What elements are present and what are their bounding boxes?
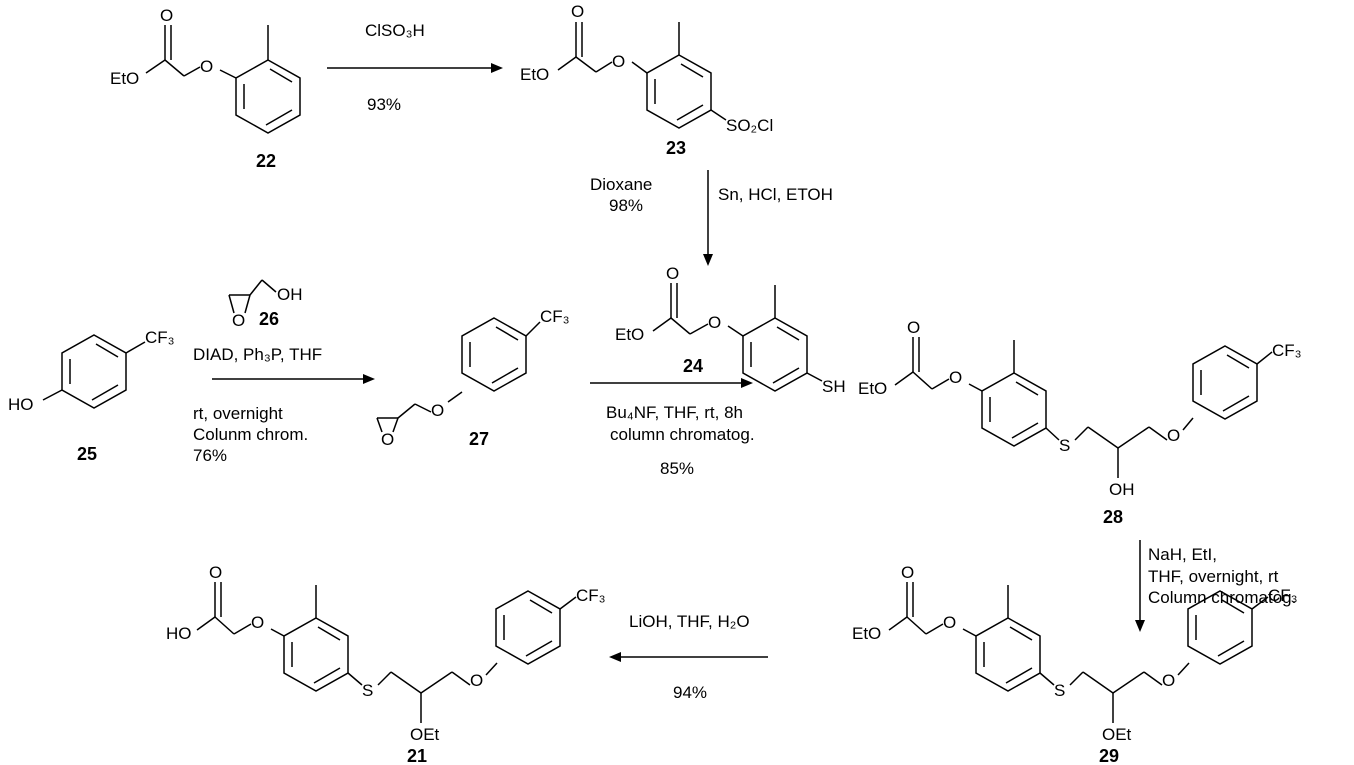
ether-oxygen: O bbox=[949, 368, 962, 387]
step-2: Dioxane 98% Sn, HCl, ETOH bbox=[590, 170, 833, 266]
hydroxyl-label: OH bbox=[277, 285, 303, 304]
ether-oxygen: O bbox=[200, 57, 213, 76]
ester-oxygen: O bbox=[571, 2, 584, 21]
eto-label: EtO bbox=[852, 624, 881, 643]
ethoxy-label: OEt bbox=[410, 725, 440, 744]
compound-number: 25 bbox=[77, 444, 97, 464]
compound-27: O O CF₃ 27 bbox=[376, 307, 570, 449]
ether-oxygen: O bbox=[431, 401, 444, 420]
reagent-label: LiOH, THF, H₂O bbox=[629, 612, 750, 631]
ethoxy-label: OEt bbox=[1102, 725, 1132, 744]
reagent-label: DIAD, Ph₃P, THF bbox=[193, 345, 322, 364]
eto-label: EtO bbox=[110, 69, 139, 88]
ether-oxygen: O bbox=[612, 52, 625, 71]
sulfonyl-chloride-label: SO₂Cl bbox=[726, 116, 773, 135]
thioether-s: S bbox=[362, 681, 373, 700]
hydroxyl-label: OH bbox=[1109, 480, 1135, 499]
condition-label: rt, overnight bbox=[193, 404, 283, 423]
step-4: Bu₄NF, THF, rt, 8h column chromatog. 85% bbox=[590, 378, 755, 478]
purification-label: Colunm chrom. bbox=[193, 425, 308, 444]
ether-oxygen: O bbox=[251, 613, 264, 632]
cf3-label: CF₃ bbox=[576, 586, 606, 605]
compound-23: O EtO O SO₂Cl 23 bbox=[520, 2, 773, 158]
purification-label: Column chromatog. bbox=[1148, 588, 1296, 607]
yield-label: 94% bbox=[673, 683, 707, 702]
benzene-ring bbox=[283, 617, 349, 692]
yield-label: 85% bbox=[660, 459, 694, 478]
compound-number: 22 bbox=[256, 151, 276, 171]
eto-label: EtO bbox=[615, 325, 644, 344]
ether-oxygen-2: O bbox=[1167, 426, 1180, 445]
benzene-ring bbox=[495, 590, 561, 665]
step-3: DIAD, Ph₃P, THF rt, overnight Colunm chr… bbox=[193, 345, 375, 465]
hydroxyl-label: HO bbox=[8, 395, 34, 414]
compound-28: O EtO O S OH O CF₃ 28 bbox=[858, 318, 1302, 527]
epoxide-oxygen: O bbox=[232, 311, 245, 330]
benzene-ring bbox=[975, 617, 1041, 692]
reagent-label: NaH, EtI, bbox=[1148, 545, 1217, 564]
reagent-label: Sn, HCl, ETOH bbox=[718, 185, 833, 204]
eto-label: EtO bbox=[858, 379, 887, 398]
compound-25: HO CF₃ 25 bbox=[8, 328, 175, 464]
thioether-s: S bbox=[1059, 436, 1070, 455]
condition-label: THF, overnight, rt bbox=[1148, 567, 1279, 586]
epoxide-oxygen: O bbox=[381, 430, 394, 449]
cf3-label: CF₃ bbox=[145, 328, 175, 347]
thioether-s: S bbox=[1054, 681, 1065, 700]
compound-number: 21 bbox=[407, 746, 427, 765]
yield-label: 98% bbox=[609, 196, 643, 215]
cf3-label: CF₃ bbox=[1268, 586, 1298, 605]
compound-number: 27 bbox=[469, 429, 489, 449]
cf3-label: CF₃ bbox=[540, 307, 570, 326]
reagent-label: Bu₄NF, THF, rt, 8h bbox=[606, 403, 743, 422]
compound-number: 26 bbox=[259, 309, 279, 329]
compound-22: O EtO O 22 bbox=[110, 6, 301, 171]
step-1: ClSO₃H 93% bbox=[327, 21, 503, 114]
ester-oxygen: O bbox=[160, 6, 173, 25]
ester-oxygen: O bbox=[666, 264, 679, 283]
purification-label: column chromatog. bbox=[610, 425, 755, 444]
step-6: LiOH, THF, H₂O 94% bbox=[609, 612, 768, 702]
ether-oxygen: O bbox=[943, 613, 956, 632]
yield-label: 76% bbox=[193, 446, 227, 465]
ether-oxygen-2: O bbox=[470, 671, 483, 690]
benzene-ring bbox=[235, 59, 301, 134]
compound-24: O EtO O SH 24 bbox=[615, 264, 846, 396]
benzene-ring bbox=[981, 372, 1047, 447]
compound-29: O EtO O S OEt O CF₃ 29 bbox=[852, 563, 1298, 765]
reagent-label: ClSO₃H bbox=[365, 21, 425, 40]
solvent-label: Dioxane bbox=[590, 175, 652, 194]
benzene-ring bbox=[461, 317, 527, 392]
compound-number: 24 bbox=[683, 356, 703, 376]
ether-oxygen-2: O bbox=[1162, 671, 1175, 690]
benzene-ring bbox=[742, 317, 808, 392]
eto-label: EtO bbox=[520, 65, 549, 84]
benzene-ring bbox=[61, 334, 127, 409]
compound-number: 23 bbox=[666, 138, 686, 158]
acid-carbonyl-oxygen: O bbox=[209, 563, 222, 582]
ester-oxygen: O bbox=[907, 318, 920, 337]
thiol-label: SH bbox=[822, 377, 846, 396]
yield-label: 93% bbox=[367, 95, 401, 114]
cf3-label: CF₃ bbox=[1272, 341, 1302, 360]
ether-oxygen: O bbox=[708, 313, 721, 332]
compound-number: 29 bbox=[1099, 746, 1119, 765]
compound-number: 28 bbox=[1103, 507, 1123, 527]
ester-oxygen: O bbox=[901, 563, 914, 582]
compound-21: O HO O S OEt O CF₃ 21 bbox=[166, 563, 606, 765]
step-5: NaH, EtI, THF, overnight, rt Column chro… bbox=[1135, 540, 1296, 632]
compound-26: O OH 26 bbox=[228, 279, 303, 330]
benzene-ring bbox=[646, 54, 712, 129]
benzene-ring bbox=[1192, 345, 1258, 420]
hydroxyl-label: HO bbox=[166, 624, 192, 643]
